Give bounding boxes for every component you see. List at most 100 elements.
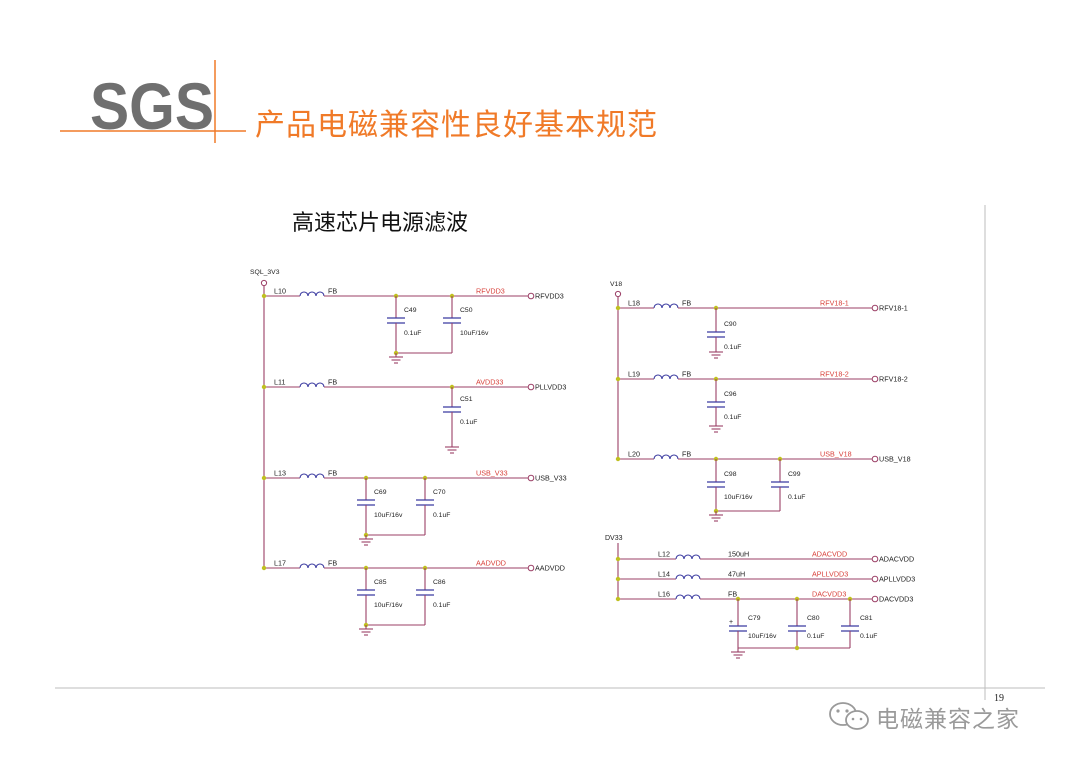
junction-dot xyxy=(615,556,621,562)
port-connector xyxy=(527,474,535,482)
junction-dot xyxy=(615,456,621,462)
inductor-l16 xyxy=(675,594,701,600)
ref-label: L18 xyxy=(628,299,640,308)
port-connector xyxy=(871,375,879,383)
ref-label: L19 xyxy=(628,370,640,379)
inductor-l12 xyxy=(675,554,701,560)
junction-dot xyxy=(615,376,621,382)
part-label: 150uH xyxy=(728,550,749,559)
ref-label: C49 xyxy=(404,307,417,314)
net-label: RFV18-1 xyxy=(820,299,849,308)
part-label: FB xyxy=(328,469,337,478)
port-label: USB_V33 xyxy=(535,474,567,483)
ref-label: L10 xyxy=(274,287,286,296)
part-label: 47uH xyxy=(728,570,745,579)
ref-label: C80 xyxy=(807,615,820,622)
junction-dot xyxy=(261,565,267,571)
value-label: 10uF/16v xyxy=(748,633,777,640)
ref-label: C50 xyxy=(460,307,473,314)
part-label: FB xyxy=(328,378,337,387)
ref-label: L14 xyxy=(658,570,670,579)
ref-label: C99 xyxy=(788,471,801,478)
port-connector xyxy=(527,292,535,300)
ref-label: C69 xyxy=(374,489,387,496)
net-label: USB_V18 xyxy=(820,450,852,459)
watermark: 电磁兼容之家 xyxy=(826,697,1056,737)
port-label: USB_V18 xyxy=(879,455,911,464)
value-label: 0.1uF xyxy=(460,419,477,426)
value-label: 10uF/16v xyxy=(374,512,403,519)
supply-connector xyxy=(260,279,268,287)
ref-label: C51 xyxy=(460,396,473,403)
inductor-l18 xyxy=(653,303,679,309)
chat-bubble-icon xyxy=(829,702,869,730)
ref-label: L11 xyxy=(274,378,285,387)
port-connector xyxy=(871,555,879,563)
part-label: FB xyxy=(328,287,337,296)
port-label: PLLVDD3 xyxy=(535,383,566,392)
port-label: AADVDD xyxy=(535,564,565,573)
port-label: RFVDD3 xyxy=(535,292,564,301)
page-title: 产品电磁兼容性良好基本规范 xyxy=(255,108,658,143)
ref-label: C86 xyxy=(433,579,446,586)
value-label: 0.1uF xyxy=(788,494,805,501)
value-label: 0.1uF xyxy=(860,633,877,640)
port-label: ADACVDD xyxy=(879,555,914,564)
sgs-logo: SGS xyxy=(90,69,214,143)
junction-dot xyxy=(615,576,621,582)
ref-label: L12 xyxy=(658,550,670,559)
ref-label: C90 xyxy=(724,321,737,328)
ref-label: L20 xyxy=(628,450,640,459)
value-label: 0.1uF xyxy=(724,344,741,351)
junction-dot xyxy=(261,293,267,299)
ref-label: L16 xyxy=(658,590,670,599)
port-label: RFV18-1 xyxy=(879,304,908,313)
port-connector xyxy=(871,455,879,463)
value-label: 0.1uF xyxy=(433,512,450,519)
part-label: FB xyxy=(728,590,737,599)
net-label: APLLVDD3 xyxy=(812,570,848,579)
port-connector xyxy=(527,564,535,572)
inductor-l17 xyxy=(299,563,325,569)
inductor-l20 xyxy=(653,454,679,460)
page-number: 19 xyxy=(994,693,1004,704)
value-label: 0.1uF xyxy=(404,330,421,337)
net-label: ADACVDD xyxy=(812,550,847,559)
ref-label: C85 xyxy=(374,579,387,586)
net-label: USB_V33 xyxy=(476,469,508,478)
net-label: AADVDD xyxy=(476,559,506,568)
net-label: RFV18-2 xyxy=(820,370,849,379)
junction-dot xyxy=(261,384,267,390)
port-connector xyxy=(871,595,879,603)
inductor-l11 xyxy=(299,382,325,388)
value-label: 10uF/16v xyxy=(374,602,403,609)
value-label: 10uF/16v xyxy=(460,330,489,337)
polarity-mark: + xyxy=(729,619,733,626)
value-label: 0.1uF xyxy=(807,633,824,640)
inductor-l14 xyxy=(675,574,701,580)
inductor-l19 xyxy=(653,374,679,380)
port-label: APLLVDD3 xyxy=(879,575,915,584)
net-label: RFVDD3 xyxy=(476,287,505,296)
port-connector xyxy=(871,304,879,312)
supply-label: SQL_3V3 xyxy=(250,269,280,276)
ref-label: L17 xyxy=(274,559,286,568)
supply-label: V18 xyxy=(610,281,622,288)
part-label: FB xyxy=(682,370,691,379)
watermark-text: 电磁兼容之家 xyxy=(876,707,1020,733)
supply-connector xyxy=(614,290,622,298)
ref-label: C81 xyxy=(860,615,873,622)
port-connector xyxy=(871,575,879,583)
section-title: 高速芯片电源滤波 xyxy=(292,211,469,236)
value-label: 0.1uF xyxy=(724,414,741,421)
port-connector xyxy=(527,383,535,391)
value-label: 10uF/16v xyxy=(724,494,753,501)
value-label: 0.1uF xyxy=(433,602,450,609)
ref-label: L13 xyxy=(274,469,286,478)
part-label: FB xyxy=(682,299,691,308)
port-label: DACVDD3 xyxy=(879,595,913,604)
port-label: RFV18-2 xyxy=(879,375,908,384)
